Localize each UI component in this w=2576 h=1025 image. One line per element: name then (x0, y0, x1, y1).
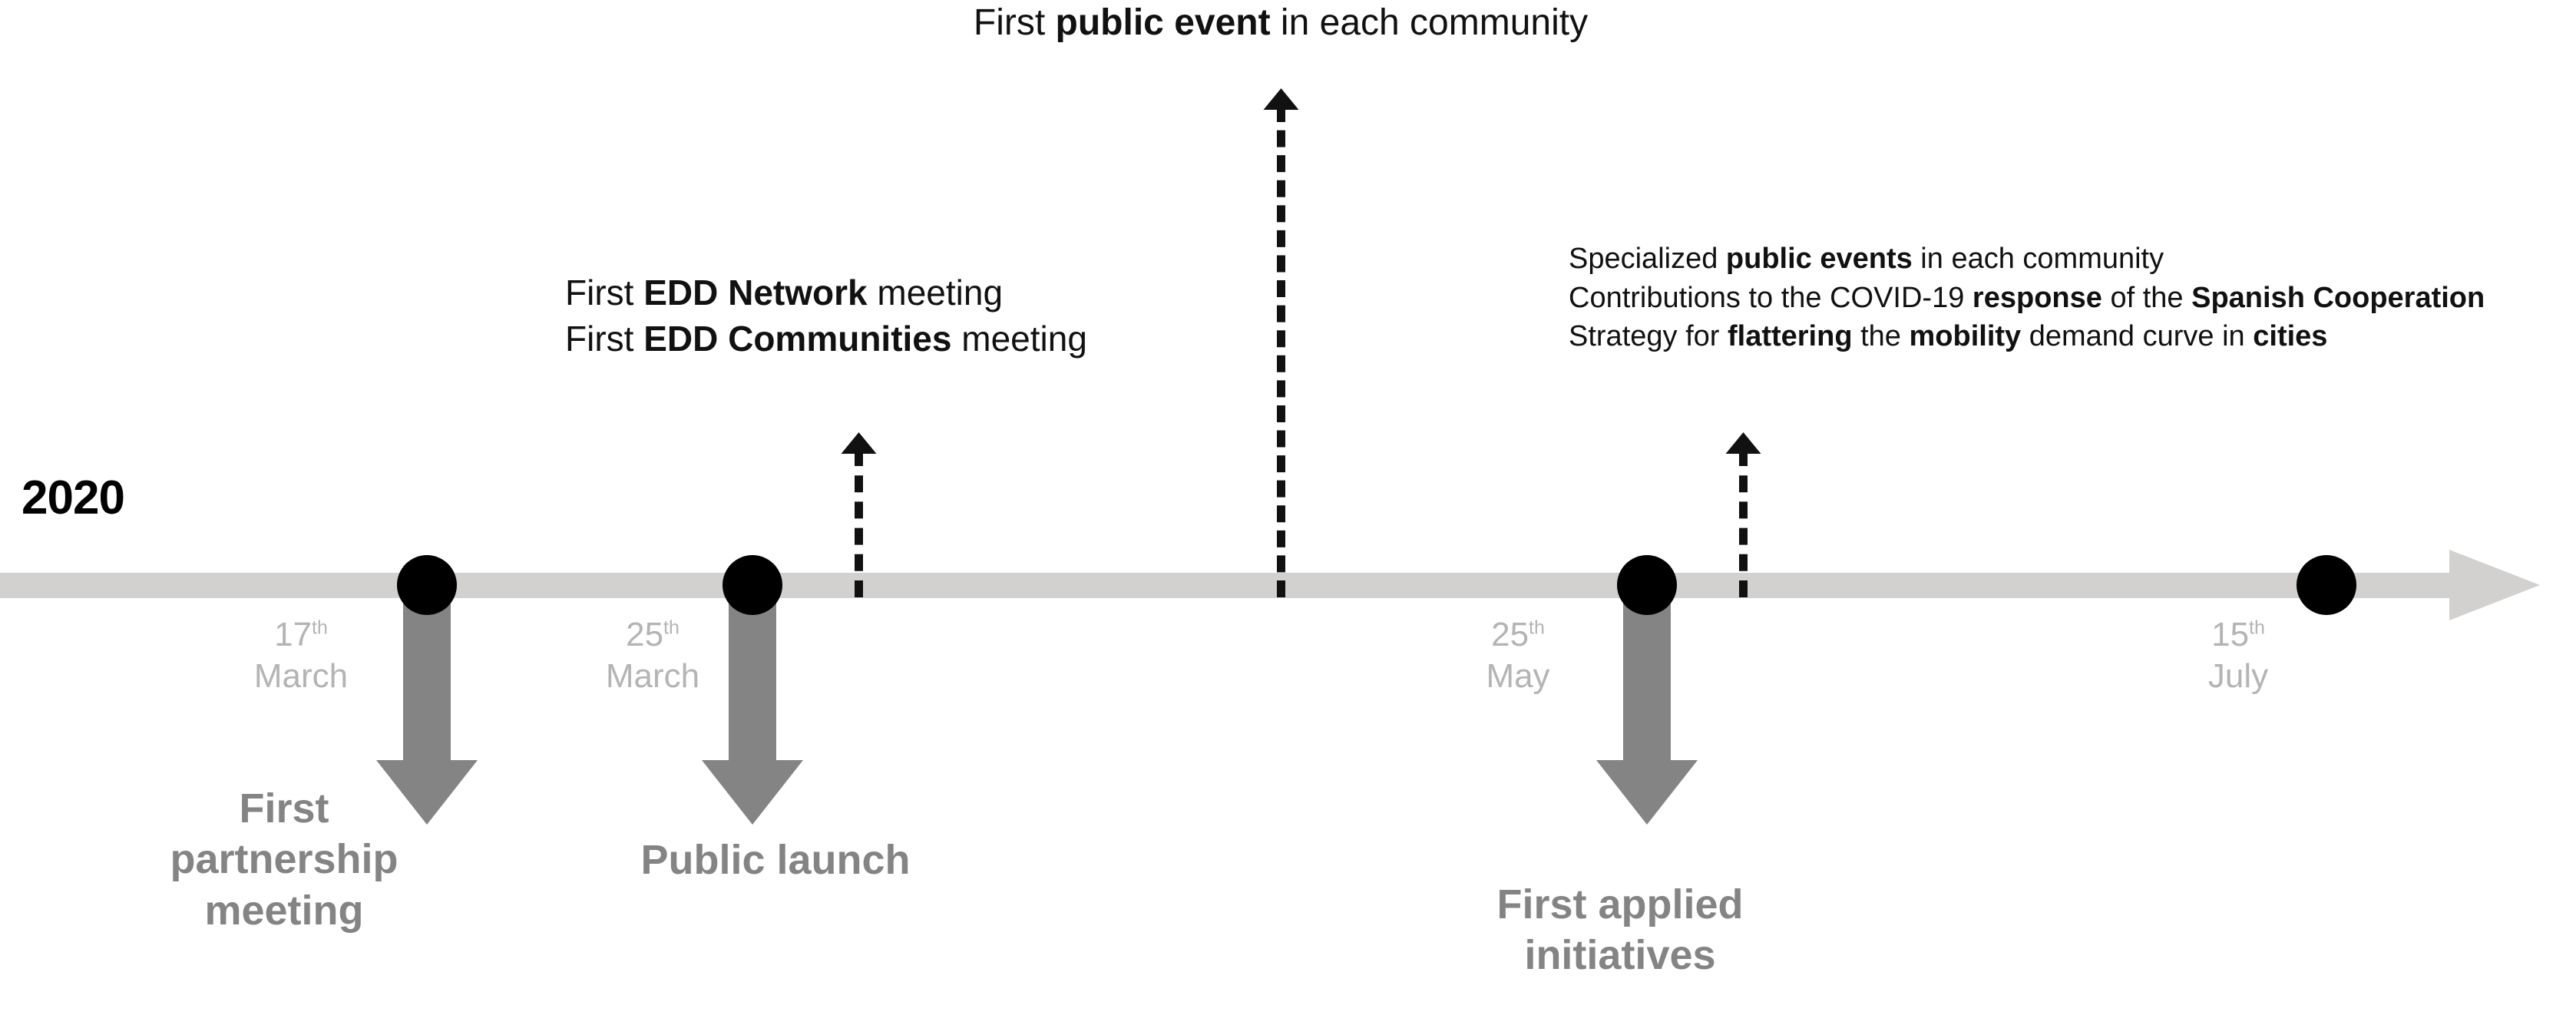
annotation-line-covid-response: Contributions to the COVID-19 response o… (1569, 279, 2485, 318)
annotation-first-public-event: First public event in each community (974, 2, 1588, 45)
annotation-line-mobility-strategy: Strategy for flattering the mobility dem… (1569, 317, 2485, 356)
milestone-label-first-applied-initiatives: First applied initiatives (1496, 879, 1743, 981)
callout-line-first-public-event (1263, 88, 1298, 597)
milestone-label-line: First applied (1496, 881, 1744, 927)
annotation-text-plain: demand curve in (2021, 320, 2254, 353)
annotation-text-plain: Specialized (1569, 243, 1726, 275)
date-month: July (2207, 656, 2269, 695)
timeline-dot-jul-15[interactable] (2297, 555, 2356, 615)
annotation-text-bold: EDD Network (643, 273, 868, 312)
annotation-text-plain: First (565, 318, 644, 359)
annotation-edd-meetings: First EDD Network meeting First EDD Comm… (565, 270, 1087, 362)
date-label-mar-17: 17th March (254, 614, 348, 696)
date-ordinal: th (312, 617, 328, 639)
date-month: March (253, 656, 349, 695)
date-label-mar-25: 25th March (606, 614, 699, 696)
annotation-text-bold: EDD Communities (643, 318, 952, 359)
arrow-shaft (1623, 593, 1671, 760)
annotation-line-specialized-events: Specialized public events in each commun… (1569, 240, 2485, 279)
milestone-label-line: partnership (170, 836, 398, 883)
milestone-label-line: Public launch (640, 837, 911, 883)
callout-line-specialized-activities (1725, 432, 1761, 597)
year-label: 2020 (21, 471, 125, 524)
timeline-dot-mar-25[interactable] (723, 555, 782, 615)
annotation-text-bold: mobility (1909, 320, 2022, 353)
annotation-text-bold: public events (1725, 243, 1913, 275)
arrow-head-icon (376, 760, 478, 825)
annotation-text-plain: the (1852, 320, 1910, 353)
annotation-text-plain: in each community (1270, 2, 1589, 43)
annotation-specialized-activities: Specialized public events in each commun… (1569, 240, 2485, 356)
annotation-text-plain: of the (2101, 281, 2192, 314)
date-day: 25 (626, 616, 664, 653)
annotation-text-plain: meeting (867, 273, 1004, 312)
arrow-head-icon (1596, 760, 1698, 825)
milestone-label-first-partnership-meeting: First partnership meeting (170, 783, 398, 936)
arrow-shaft (403, 593, 451, 760)
annotation-text-plain: First (973, 2, 1056, 43)
date-ordinal: th (1529, 617, 1545, 639)
milestone-label-line: initiatives (1524, 932, 1716, 979)
annotation-text-bold: flattering (1727, 320, 1853, 353)
annotation-text-plain: in each community (1912, 243, 2164, 275)
date-day: 25 (1491, 616, 1529, 653)
milestone-label-line: meeting (204, 887, 364, 934)
date-ordinal: th (663, 617, 680, 639)
annotation-text-bold: public event (1055, 2, 1271, 43)
date-month: March (605, 656, 700, 695)
annotation-text-plain: First (565, 273, 644, 312)
callout-line-edd-meetings (841, 432, 876, 597)
milestone-label-public-launch: Public launch (640, 835, 910, 885)
callout-dashed-stem (1276, 105, 1285, 597)
annotation-text-bold: response (1972, 281, 2102, 314)
annotation-text-bold: cities (2253, 320, 2328, 353)
milestone-label-line: First (239, 785, 329, 832)
timeline-axis-bar (0, 573, 2469, 598)
date-label-jul-15: 15th July (2208, 614, 2268, 696)
date-label-may-25: 25th May (1486, 614, 1549, 696)
annotation-text-plain: meeting (951, 318, 1087, 359)
annotation-text-bold: Spanish Cooperation (2191, 281, 2485, 314)
date-day: 15 (2211, 616, 2250, 653)
arrow-shaft (729, 593, 776, 760)
timeline-dot-may-25[interactable] (1617, 555, 1677, 615)
timeline-dot-mar-17[interactable] (397, 555, 457, 615)
callout-dashed-stem (854, 449, 863, 597)
annotation-line-edd-communities: First EDD Communities meeting (565, 316, 1087, 362)
timeline-axis-arrow-icon (2449, 550, 2540, 620)
date-day: 17 (274, 616, 312, 653)
arrow-head-icon (702, 760, 803, 825)
date-month: May (1486, 656, 1550, 695)
annotation-text-plain: Strategy for (1569, 320, 1728, 353)
annotation-line-edd-network: First EDD Network meeting (565, 270, 1087, 316)
date-ordinal: th (2249, 617, 2265, 639)
annotation-text-plain: Contributions to the COVID-19 (1569, 281, 1973, 314)
callout-dashed-stem (1738, 449, 1748, 597)
